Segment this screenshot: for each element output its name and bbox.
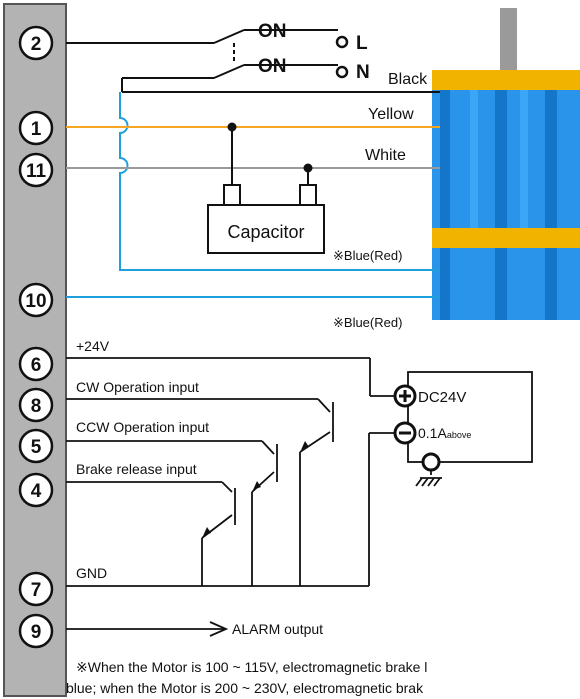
pin-7-label: 7 — [31, 580, 42, 601]
control-wiring — [66, 357, 533, 637]
switch-on-label-L: ON — [258, 21, 287, 42]
pin-5-label: 5 — [31, 437, 42, 458]
cw-transistor-arrow — [301, 441, 309, 450]
brake-input-label: Brake release input — [76, 461, 197, 477]
pin-11-label: 11 — [26, 161, 47, 182]
terminal-L-label: L — [356, 33, 368, 54]
blue-wire-upper — [119, 92, 440, 271]
plus24-label: +24V — [76, 338, 110, 354]
blue-red-label-upper: ※Blue(Red) — [333, 248, 402, 263]
note-line-1: ※When the Motor is 100 ~ 115V, electroma… — [76, 659, 427, 675]
cw-input-label: CW Operation input — [76, 379, 199, 395]
white-wire-label: White — [365, 147, 406, 164]
capacitor — [207, 122, 325, 254]
terminal-N — [335, 65, 349, 79]
blue-red-label-lower: ※Blue(Red) — [333, 315, 402, 330]
supply-current-label: 0.1Aabove — [418, 425, 471, 441]
black-wire-label: Black — [388, 71, 428, 88]
supply-voltage-label: DC24V — [418, 389, 466, 406]
pin-circles — [18, 25, 54, 649]
pin-1-label: 1 — [31, 119, 42, 140]
ccw-transistor-arrow — [253, 481, 261, 490]
motor — [432, 8, 580, 320]
gnd-label: GND — [76, 565, 107, 581]
pin-6-label: 6 — [31, 355, 42, 376]
alarm-output-label: ALARM output — [232, 621, 323, 637]
pin-4-label: 4 — [31, 481, 42, 502]
terminal-N-label: N — [356, 62, 370, 83]
pin-10-label: 10 — [25, 291, 46, 312]
note-line-2: blue; when the Motor is 200 ~ 230V, elec… — [66, 680, 424, 696]
frame-ground-terminal — [421, 452, 441, 472]
terminal-L — [335, 35, 349, 49]
pin-9-label: 9 — [31, 622, 42, 643]
pin-8-label: 8 — [31, 396, 42, 417]
brake-transistor-arrow — [203, 527, 211, 536]
ccw-input-label: CCW Operation input — [76, 419, 209, 435]
switch-on-label-N: ON — [258, 56, 287, 77]
motor-shaft — [500, 8, 517, 73]
pin-2-label: 2 — [31, 34, 42, 55]
power-lines — [66, 29, 440, 93]
yellow-wire-label: Yellow — [368, 106, 414, 123]
capacitor-label: Capacitor — [227, 222, 304, 242]
